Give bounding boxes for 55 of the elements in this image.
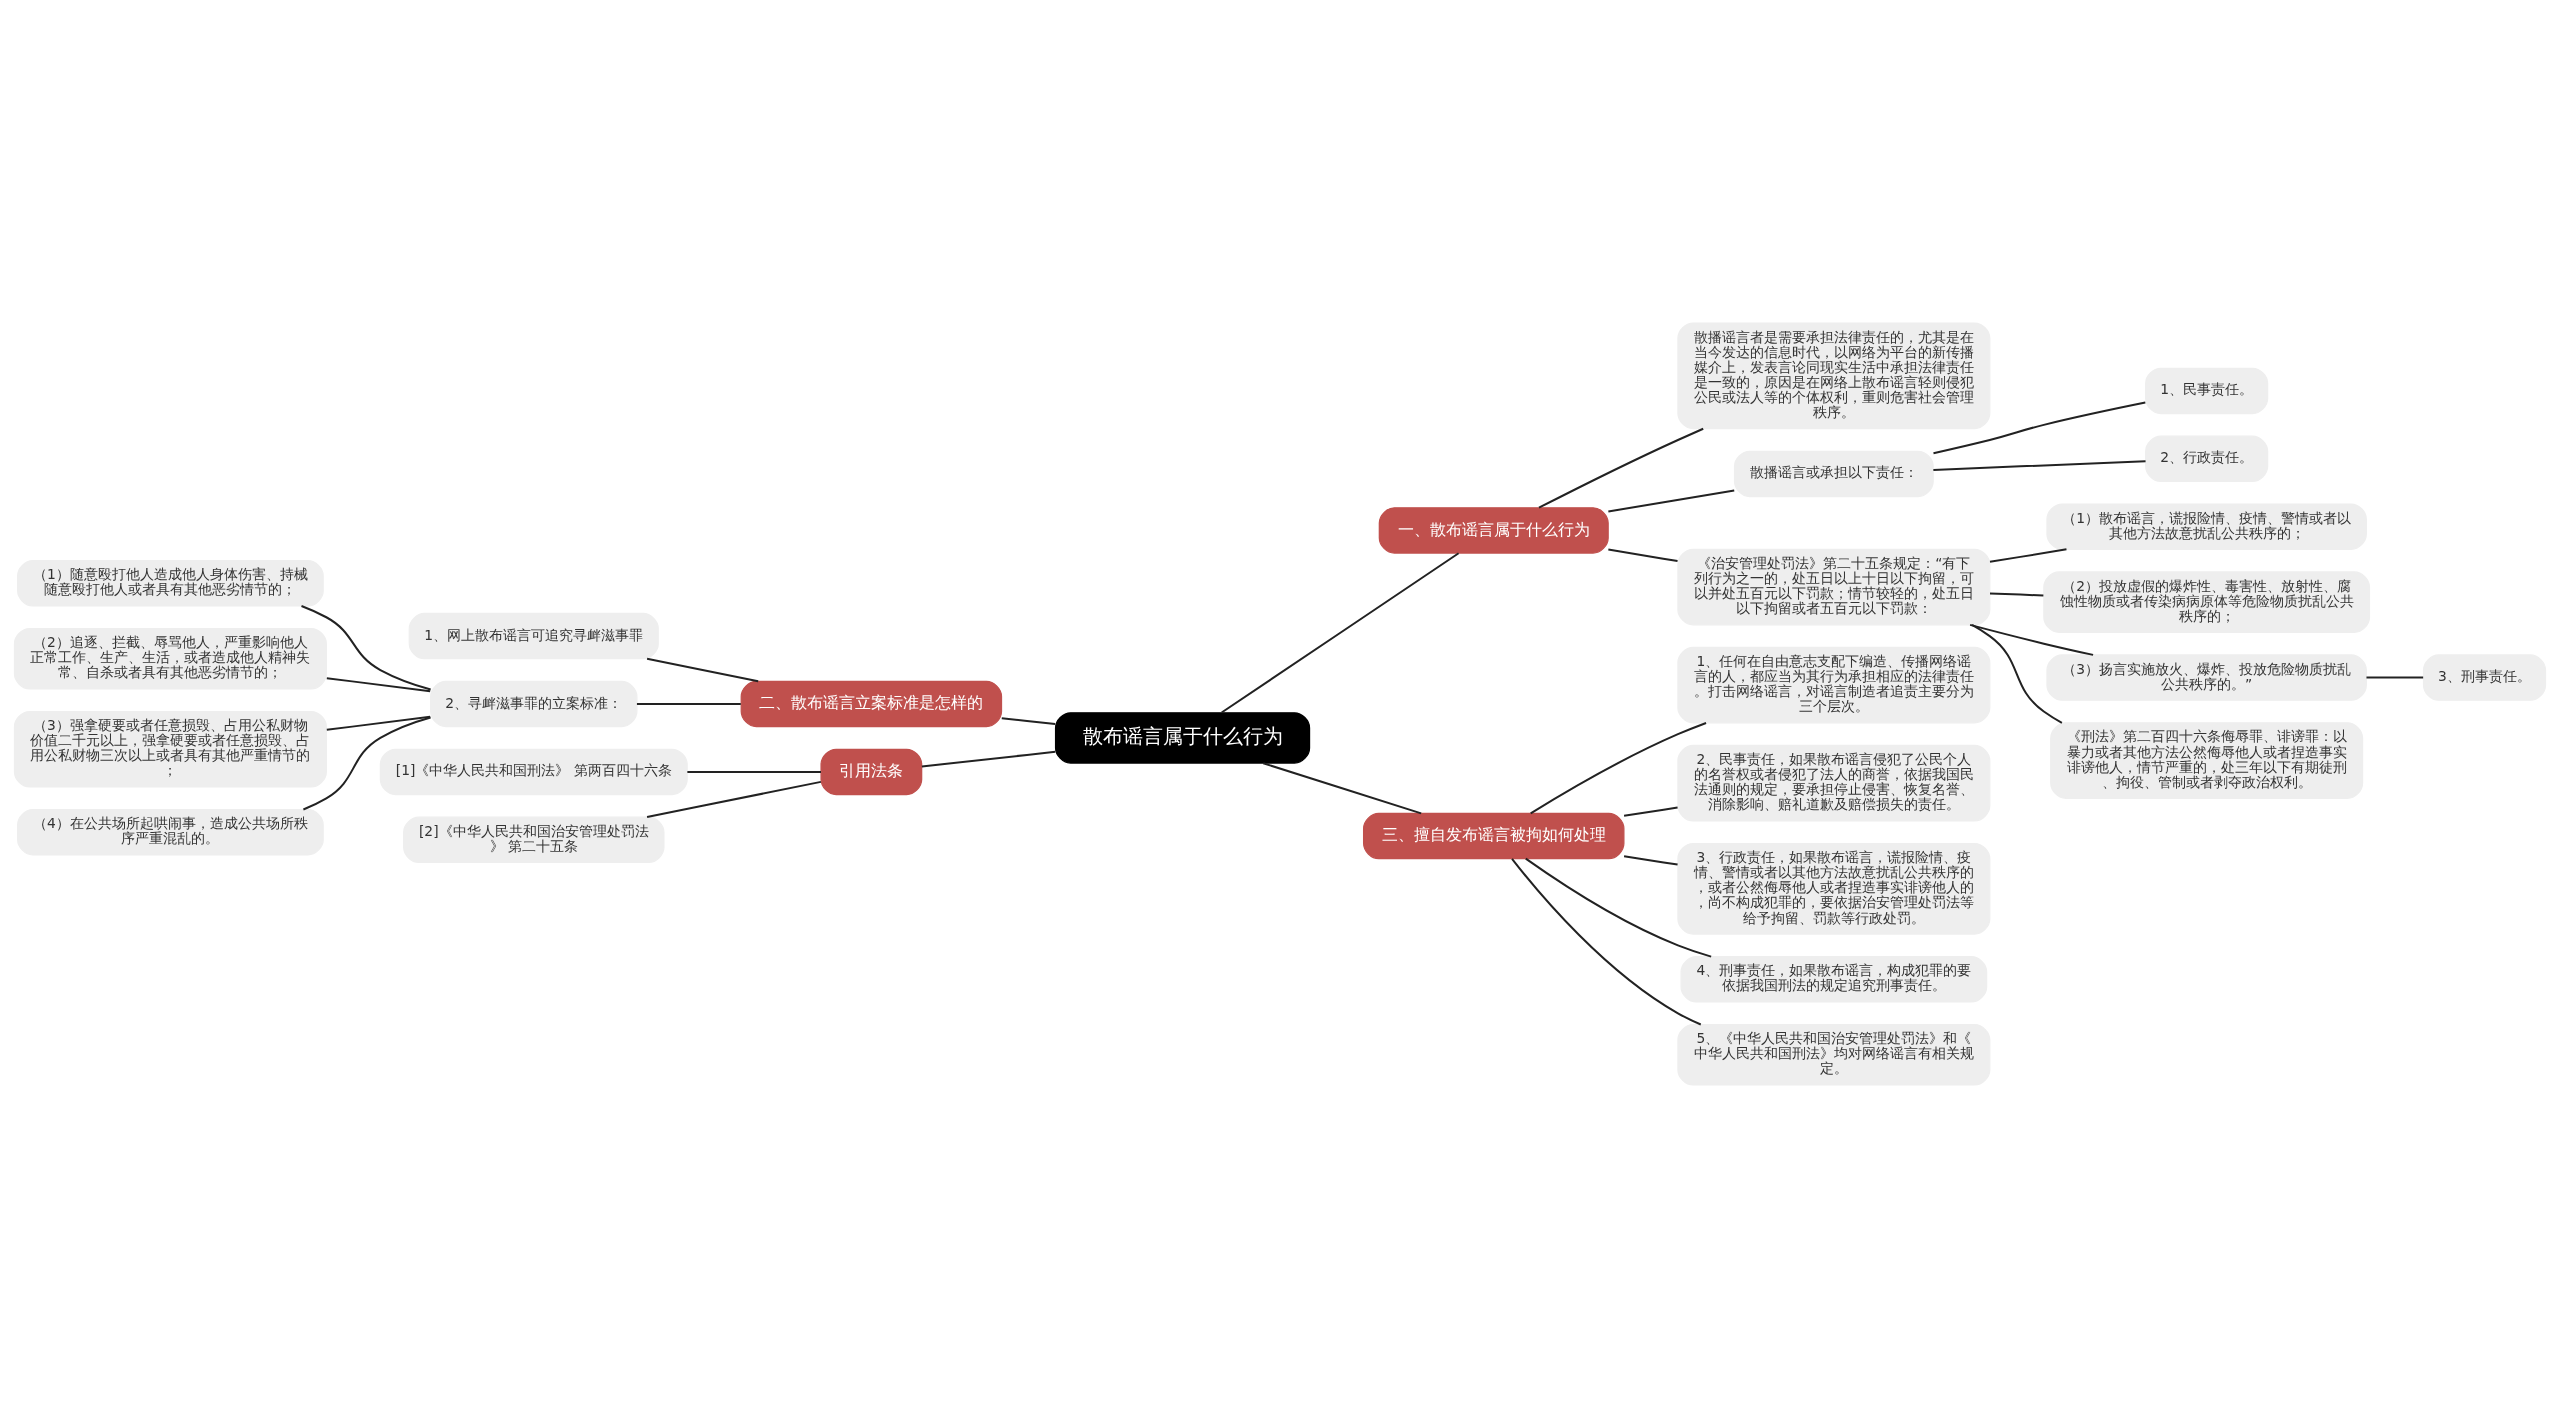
node-box: 2、行政责任。	[2145, 435, 2269, 483]
node-box: （4）在公共场所起哄闹事，造成公共场所秩序严重混乱的。	[17, 809, 324, 856]
node-box: 3、刑事责任。	[2422, 654, 2547, 701]
connector	[1263, 762, 1422, 815]
node-box: （3）强拿硬要或者任意损毁、占用公私财物价值二千元以上，强拿硬要或者任意损毁、占用公私财物三次以上或者具有其他严重情节的；	[13, 710, 327, 788]
node-box: （1）随意殴打他人造成他人身体伤害、持械随意殴打他人或者具有其他恶劣情节的；	[17, 560, 324, 607]
connector	[646, 657, 759, 683]
connector	[1538, 427, 1704, 509]
node-box: （2）投放虚假的爆炸性、毒害性、放射性、腐蚀性物质或者传染病病原体等危险物质扰乱公共秩序的；	[2043, 571, 2371, 633]
connector	[1530, 722, 1707, 815]
node-box: 《治安管理处罚法》第二十五条规定：“有下列行为之一的，处五日以上十日以下拘留，可以并处五百元以下罚款；情节较轻的，处五日以下拘留或者五百元以下罚款：	[1677, 548, 1991, 626]
connector	[1933, 401, 2146, 455]
connector	[303, 716, 431, 811]
node-box: 1、网上散布谣言可追究寻衅滋事罪	[408, 612, 659, 660]
node-box: （1）散布谣言，谎报险情、疫情、警情或者以其他方法故意扰乱公共秩序的；	[2046, 503, 2367, 550]
connector	[1001, 717, 1056, 726]
connector	[326, 677, 431, 693]
connector	[1989, 592, 2044, 597]
connector	[2366, 676, 2424, 679]
connector	[1608, 548, 1678, 563]
connector	[1623, 855, 1678, 866]
connector	[646, 780, 822, 819]
node-box: [2]《中华人民共和国治安管理处罚法》 第二十五条	[403, 816, 665, 864]
node-box: 散播谣言或承担以下责任：	[1733, 450, 1934, 498]
connector	[1525, 857, 1712, 958]
node-box: 引用法条	[820, 748, 923, 796]
node-box: （2）追逐、拦截、辱骂他人，严重影响他人正常工作、生产、生活，或者造成他人精神失常、自杀或者具有其他恶劣情节的；	[13, 627, 327, 690]
node-box: 散布谣言属于什么行为	[1054, 712, 1311, 764]
connector	[326, 715, 431, 731]
connector	[1221, 552, 1460, 714]
node-box: （3）扬言实施放火、爆炸、投放危险物质扰乱公共秩序的。”	[2046, 654, 2367, 701]
connector	[1623, 806, 1678, 817]
connector	[1971, 624, 2063, 724]
node-box: 3、行政责任，如果散布谣言，谎报险情、疫情、警情或者以其他方法故意扰乱公共秩序的，或者公然侮辱他人或者捏造事实诽谤他人的，尚不构成犯罪的，要依据治安管理处罚法等给予拘留、罚款等行政处罚。	[1677, 842, 1991, 935]
node-box: 三、擅自发布谣言被拘如何处理	[1362, 812, 1625, 860]
connector	[921, 750, 1056, 768]
connector	[1511, 858, 1702, 1026]
node-box: 《刑法》第二百四十六条侮辱罪、诽谤罪：以暴力或者其他方法公然侮辱他人或者捏造事实诽谤他人，情节严重的，处三年以下有期徒刑、拘役、管制或者剥夺政治权利。	[2050, 722, 2364, 799]
connector	[1989, 548, 2067, 563]
connector	[1933, 460, 2146, 471]
connector	[687, 770, 821, 773]
node-box: 散播谣言者是需要承担法律责任的，尤其是在当今发达的信息时代，以网络为平台的新传播媒介上，发表言论同现实生活中承担法律责任是一致的，原因是在网络上散布谣言轻则侵犯公民或法人等的个体权利，重则危害社会管理秩序。	[1677, 322, 1991, 430]
node-box: 5、《中华人民共和国治安管理处罚法》和《中华人民共和国刑法》均对网络谣言有相关规定。	[1677, 1024, 1991, 1086]
node-box: 4、刑事责任，如果散布谣言，构成犯罪的要依据我国刑法的规定追究刑事责任。	[1680, 956, 1988, 1003]
node-box: 2、民事责任，如果散布谣言侵犯了公民个人的名誉权或者侵犯了法人的商誉，依据我国民法通则的规定，要承担停止侵害、恢复名誉、消除影响、赔礼道歉及赔偿损失的责任。	[1677, 744, 1991, 822]
node-box: 2、寻衅滋事罪的立案标准：	[430, 680, 638, 728]
connector	[1608, 489, 1735, 513]
node-box: 1、任何在自由意志支配下编造、传播网络谣言的人，都应当为其行为承担相应的法律责任。打击网络谣言，对谣言制造者追责主要分为三个层次。	[1677, 646, 1991, 724]
connector	[301, 605, 431, 691]
connector	[636, 703, 741, 705]
node-box: [1]《中华人民共和国刑法》 第两百四十六条	[379, 748, 688, 796]
node-box: 1、民事责任。	[2145, 367, 2269, 415]
node-box: 一、散布谣言属于什么行为	[1378, 507, 1609, 554]
connector	[1969, 623, 2094, 656]
node-box: 二、散布谣言立案标准是怎样的	[740, 680, 1003, 728]
